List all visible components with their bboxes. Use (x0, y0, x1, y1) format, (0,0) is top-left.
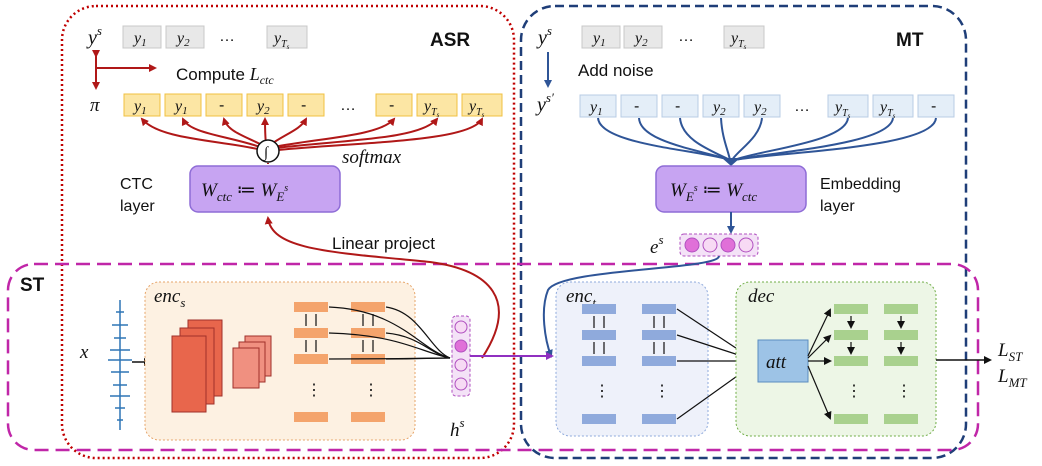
enc-s-label: encs (154, 286, 185, 310)
pi-ellipsis: … (340, 97, 356, 114)
enc-t-column-1: ⋮ (582, 304, 616, 424)
mt-ys-token (723, 25, 765, 49)
asr-ys-token-row: y1 y2 … yTs (122, 25, 308, 51)
asr-ys-token (266, 25, 308, 49)
pi-token (461, 93, 503, 117)
mt-title: MT (896, 30, 924, 51)
softmax-fan (140, 117, 483, 151)
svg-text:-: - (301, 97, 306, 114)
att-to-dec-lines (807, 308, 832, 420)
svg-text:⋮: ⋮ (306, 382, 322, 399)
ctc-layer-formula: Wctc ≔ WEs (201, 180, 288, 204)
enc-s-column-1: ⋮ (294, 302, 328, 422)
softmax-node (256, 139, 280, 163)
asr-ys-label: ys (86, 23, 102, 49)
svg-text:⋮: ⋮ (654, 383, 670, 400)
att-label: att (766, 352, 787, 373)
mt-ys-token (581, 25, 621, 49)
pi-token (375, 93, 413, 117)
svg-text:-: - (219, 97, 224, 114)
ysp-token (827, 94, 869, 118)
linear-project-arrow (264, 216, 500, 359)
asr-pi-label: π (90, 95, 100, 116)
pi-token (416, 93, 458, 117)
loss-st: LST (997, 340, 1023, 364)
svg-text:⋮: ⋮ (363, 382, 379, 399)
embedding-layer-label-line2: layer (820, 198, 855, 215)
conv-stack-small (232, 335, 272, 389)
svg-text:-: - (389, 97, 394, 114)
dec-column-2: ⋮ (884, 304, 918, 424)
add-noise-label: Add noise (578, 61, 654, 80)
mt-ys-token (623, 25, 663, 49)
embedding-fan-tip (722, 158, 740, 166)
ctc-layer-label-line1: CTC (120, 176, 153, 193)
mt-ys-ellipsis: … (678, 28, 694, 45)
asr-compute-text: Compute Lctc (176, 64, 274, 87)
es-label: es (650, 232, 664, 258)
asr-ys-token (122, 25, 162, 49)
mt-ysp-token-row: y1 - - y2 y2 … yTs yTs - (579, 94, 955, 120)
loss-mt: LMT (997, 366, 1027, 390)
dec-column-1: ⋮ (834, 304, 868, 424)
hs-label: hs (450, 415, 465, 441)
ctc-layer-box (189, 165, 341, 213)
mt-ys-token-row: y1 y2 … yTs (581, 25, 765, 51)
asr-ys-ellipsis: … (219, 28, 235, 45)
linear-project-label: Linear project (332, 234, 435, 253)
asr-ys-token (165, 25, 205, 49)
st-title: ST (20, 275, 45, 296)
mt-ys-label: ys (536, 23, 552, 49)
softmax-label: softmax (342, 147, 402, 168)
enc-s-to-hs-lines (328, 306, 451, 360)
hs-vector (451, 315, 471, 397)
ysp-token (579, 94, 617, 118)
asr-region (60, 4, 516, 460)
pi-token (205, 93, 243, 117)
ctc-layer-label-line2: layer (120, 198, 155, 215)
pi-token (164, 93, 202, 117)
svg-text:-: - (931, 98, 936, 115)
pi-token (123, 93, 161, 117)
ysp-ellipsis: … (794, 98, 810, 115)
svg-text:-: - (634, 98, 639, 115)
asr-title: ASR (430, 30, 470, 51)
svg-text:⋮: ⋮ (846, 383, 862, 400)
ysp-token (872, 94, 914, 118)
es-vector (679, 233, 759, 257)
ysp-token (743, 94, 781, 118)
ysp-token (702, 94, 740, 118)
x-label: x (79, 342, 89, 363)
pi-token (246, 93, 284, 117)
ysp-token (917, 94, 955, 118)
ysp-token (620, 94, 658, 118)
dec-label: dec (748, 286, 775, 307)
svg-text:⋮: ⋮ (896, 383, 912, 400)
svg-text:⋮: ⋮ (594, 383, 610, 400)
softmax-node-symbol: ∫ (263, 145, 270, 161)
embedding-fan-in (597, 117, 937, 161)
waveform (108, 300, 132, 430)
ysp-token (661, 94, 699, 118)
mt-ysp-label: ys′ (535, 90, 554, 116)
mt-region (519, 4, 968, 460)
conv-stack-large (171, 319, 223, 413)
embedding-layer-label-line1: Embedding (820, 176, 901, 193)
svg-text:-: - (675, 98, 680, 115)
att-box (757, 339, 809, 383)
enc-t-column-2: ⋮ (642, 304, 676, 424)
asr-pi-token-row: y1 y1 - y2 - … - yTs yTs (123, 93, 503, 119)
pi-token (287, 93, 325, 117)
es-to-enct-arrow (542, 255, 720, 358)
